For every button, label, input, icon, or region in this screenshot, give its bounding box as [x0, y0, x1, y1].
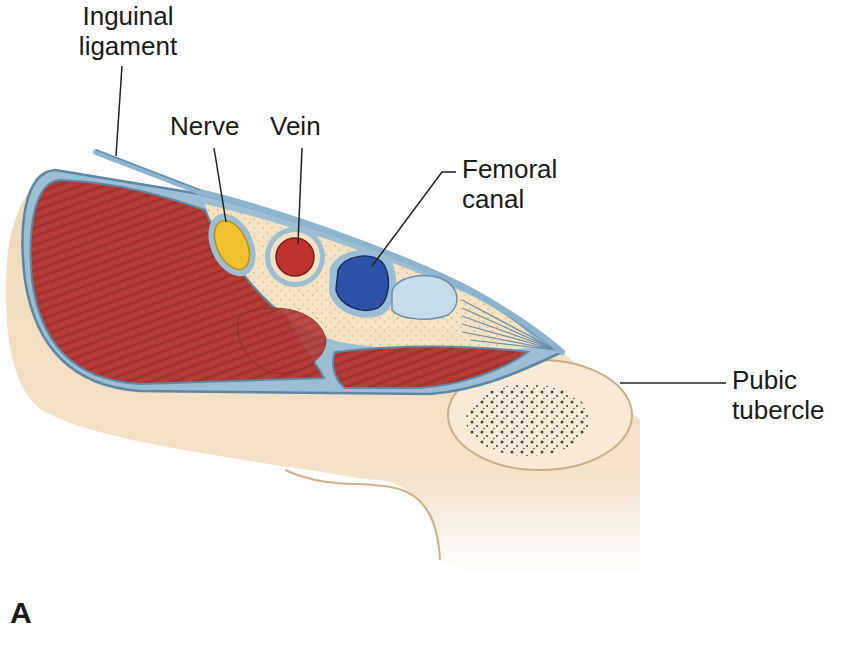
structure-label: Femoral canal — [462, 155, 587, 215]
bone-outline — [285, 470, 440, 560]
structure-label: Nerve — [170, 112, 239, 142]
structure-label: Pubic tubercle — [732, 366, 844, 426]
structure-label: Vein — [270, 112, 321, 142]
leader-line — [298, 148, 302, 244]
leader-line — [372, 172, 456, 266]
leader-line — [214, 148, 226, 222]
structure-label: Inguinal ligament — [58, 2, 198, 62]
artery-fat — [270, 232, 320, 282]
inguinal-ligament-edge — [96, 150, 200, 190]
femoral-canal-space — [392, 276, 457, 319]
pectineus-muscle — [333, 347, 528, 388]
muscle-belly — [238, 308, 326, 373]
bone-texture — [466, 384, 590, 456]
leader-line — [620, 382, 726, 384]
nerve-compartment — [199, 206, 265, 284]
femoral-nerve — [207, 215, 256, 275]
panel-letter: A — [10, 596, 32, 631]
artery-compartment — [265, 227, 325, 287]
vein-compartment — [329, 250, 396, 318]
femoral-artery — [276, 238, 314, 276]
leader-line — [116, 66, 122, 156]
femoral-vein — [336, 256, 388, 310]
leader-lines — [116, 66, 726, 383]
lacunar-ligament — [462, 296, 556, 350]
